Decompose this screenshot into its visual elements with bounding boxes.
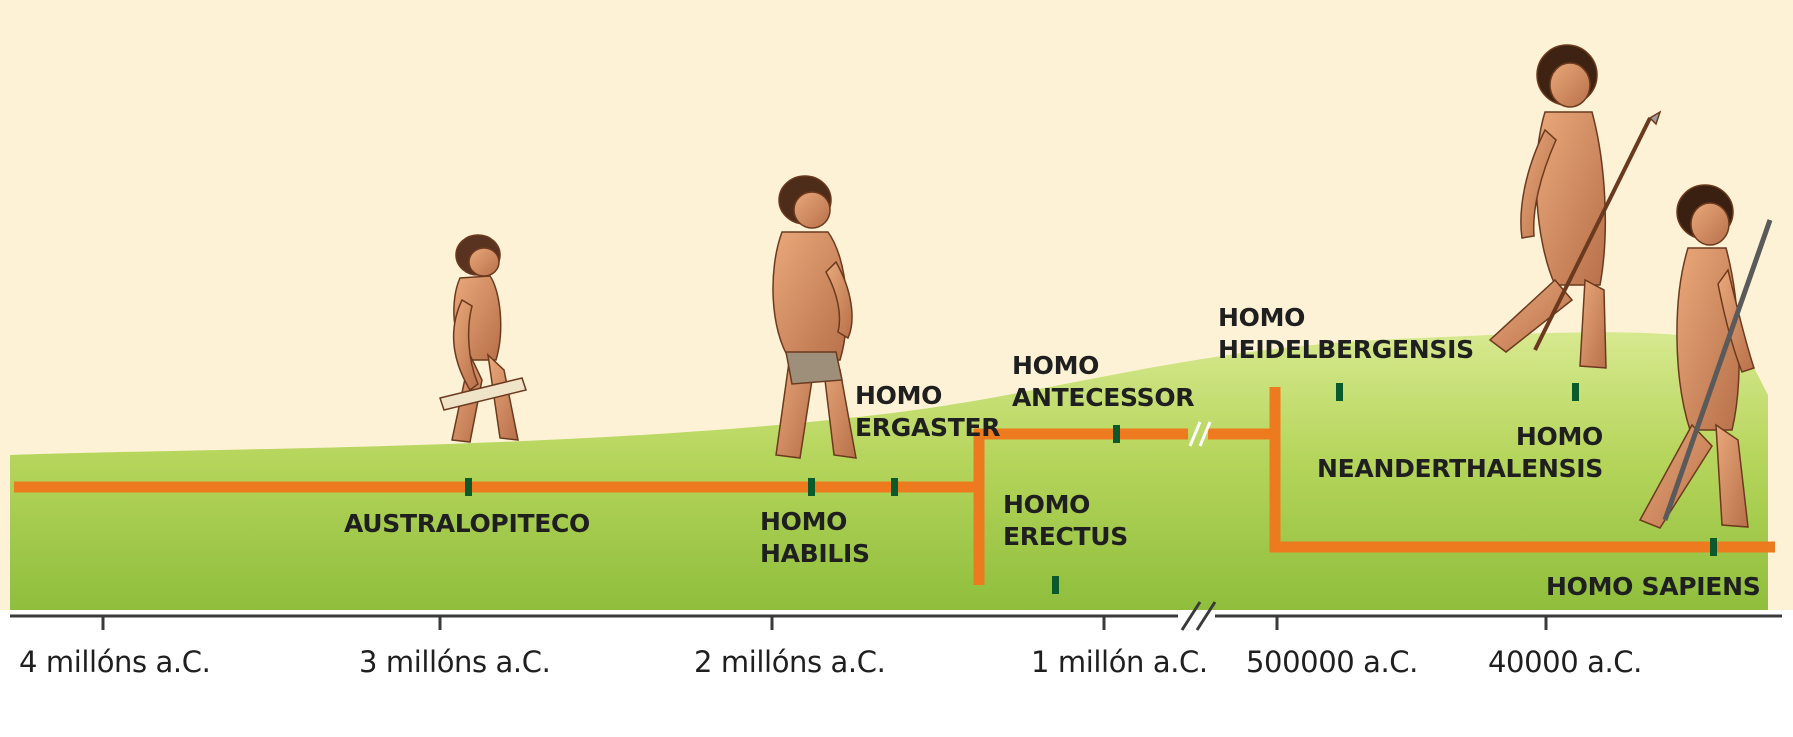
axis-label-2-millons: 2 millóns a.C.: [694, 644, 885, 680]
marker-heidelbergensis: [1336, 383, 1343, 401]
label-homo-sapiens: HOMO SAPIENS: [1546, 571, 1760, 603]
label-homo-erectus: HOMO ERECTUS: [1003, 489, 1128, 553]
marker-habilis: [808, 478, 815, 496]
marker-neanderthalensis: [1572, 383, 1579, 401]
axis-label-1-millon: 1 millón a.C.: [1031, 644, 1208, 680]
marker-sapiens: [1710, 538, 1717, 556]
axis-label-500000: 500000 a.C.: [1246, 644, 1418, 680]
marker-ergaster: [891, 478, 898, 496]
label-homo-habilis: HOMO HABILIS: [760, 506, 870, 570]
label-homo-neanderthalensis: HOMO NEANDERTHALENSIS: [1317, 421, 1603, 485]
label-homo-heidelbergensis: HOMO HEIDELBERGENSIS: [1218, 302, 1474, 366]
label-homo-antecessor: HOMO ANTECESSOR: [1012, 350, 1194, 414]
axis-label-4-millons: 4 millóns a.C.: [19, 644, 210, 680]
marker-erectus: [1052, 576, 1059, 594]
label-australopiteco: AUSTRALOPITECO: [344, 508, 590, 540]
label-homo-ergaster: HOMO ERGASTER: [855, 380, 1000, 444]
marker-australopiteco: [465, 478, 472, 496]
marker-antecessor: [1113, 425, 1120, 443]
axis-label-40000: 40000 a.C.: [1488, 644, 1642, 680]
axis-label-3-millons: 3 millóns a.C.: [359, 644, 550, 680]
